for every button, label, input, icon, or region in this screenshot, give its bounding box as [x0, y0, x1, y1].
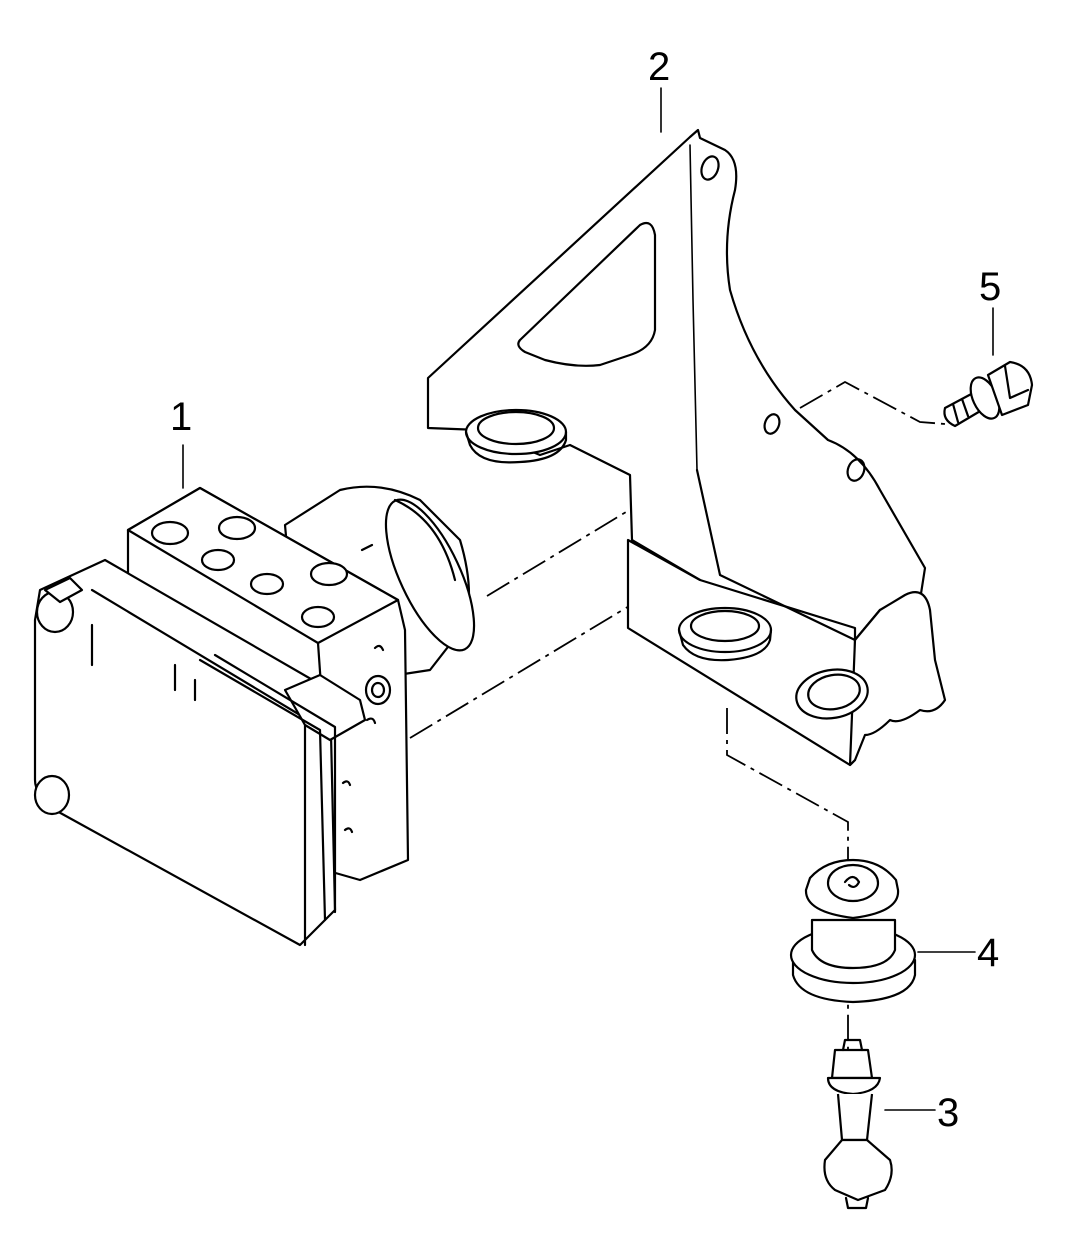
bracket-grommet-lower: [795, 668, 869, 720]
valve-ports: [150, 515, 349, 629]
screw-part-5[interactable]: [943, 360, 1034, 428]
callout-5: 5: [979, 265, 1001, 309]
bracket-grommet-upper: [464, 408, 568, 464]
abs-unit-part-1[interactable]: [33, 485, 492, 947]
bracket-part-2[interactable]: [426, 128, 947, 767]
bracket-grommet-middle: [677, 606, 773, 662]
bolt-part-3[interactable]: [823, 1038, 893, 1210]
callout-4: 4: [977, 931, 999, 975]
leader-lines: [182, 87, 994, 1111]
callouts: 1 2 3 4 5: [170, 45, 1001, 1135]
callout-3: 3: [937, 1091, 959, 1135]
rubber-mount-part-4[interactable]: [789, 858, 917, 1004]
callout-2: 2: [648, 45, 670, 89]
callout-1: 1: [170, 395, 192, 439]
control-module: [33, 558, 367, 947]
